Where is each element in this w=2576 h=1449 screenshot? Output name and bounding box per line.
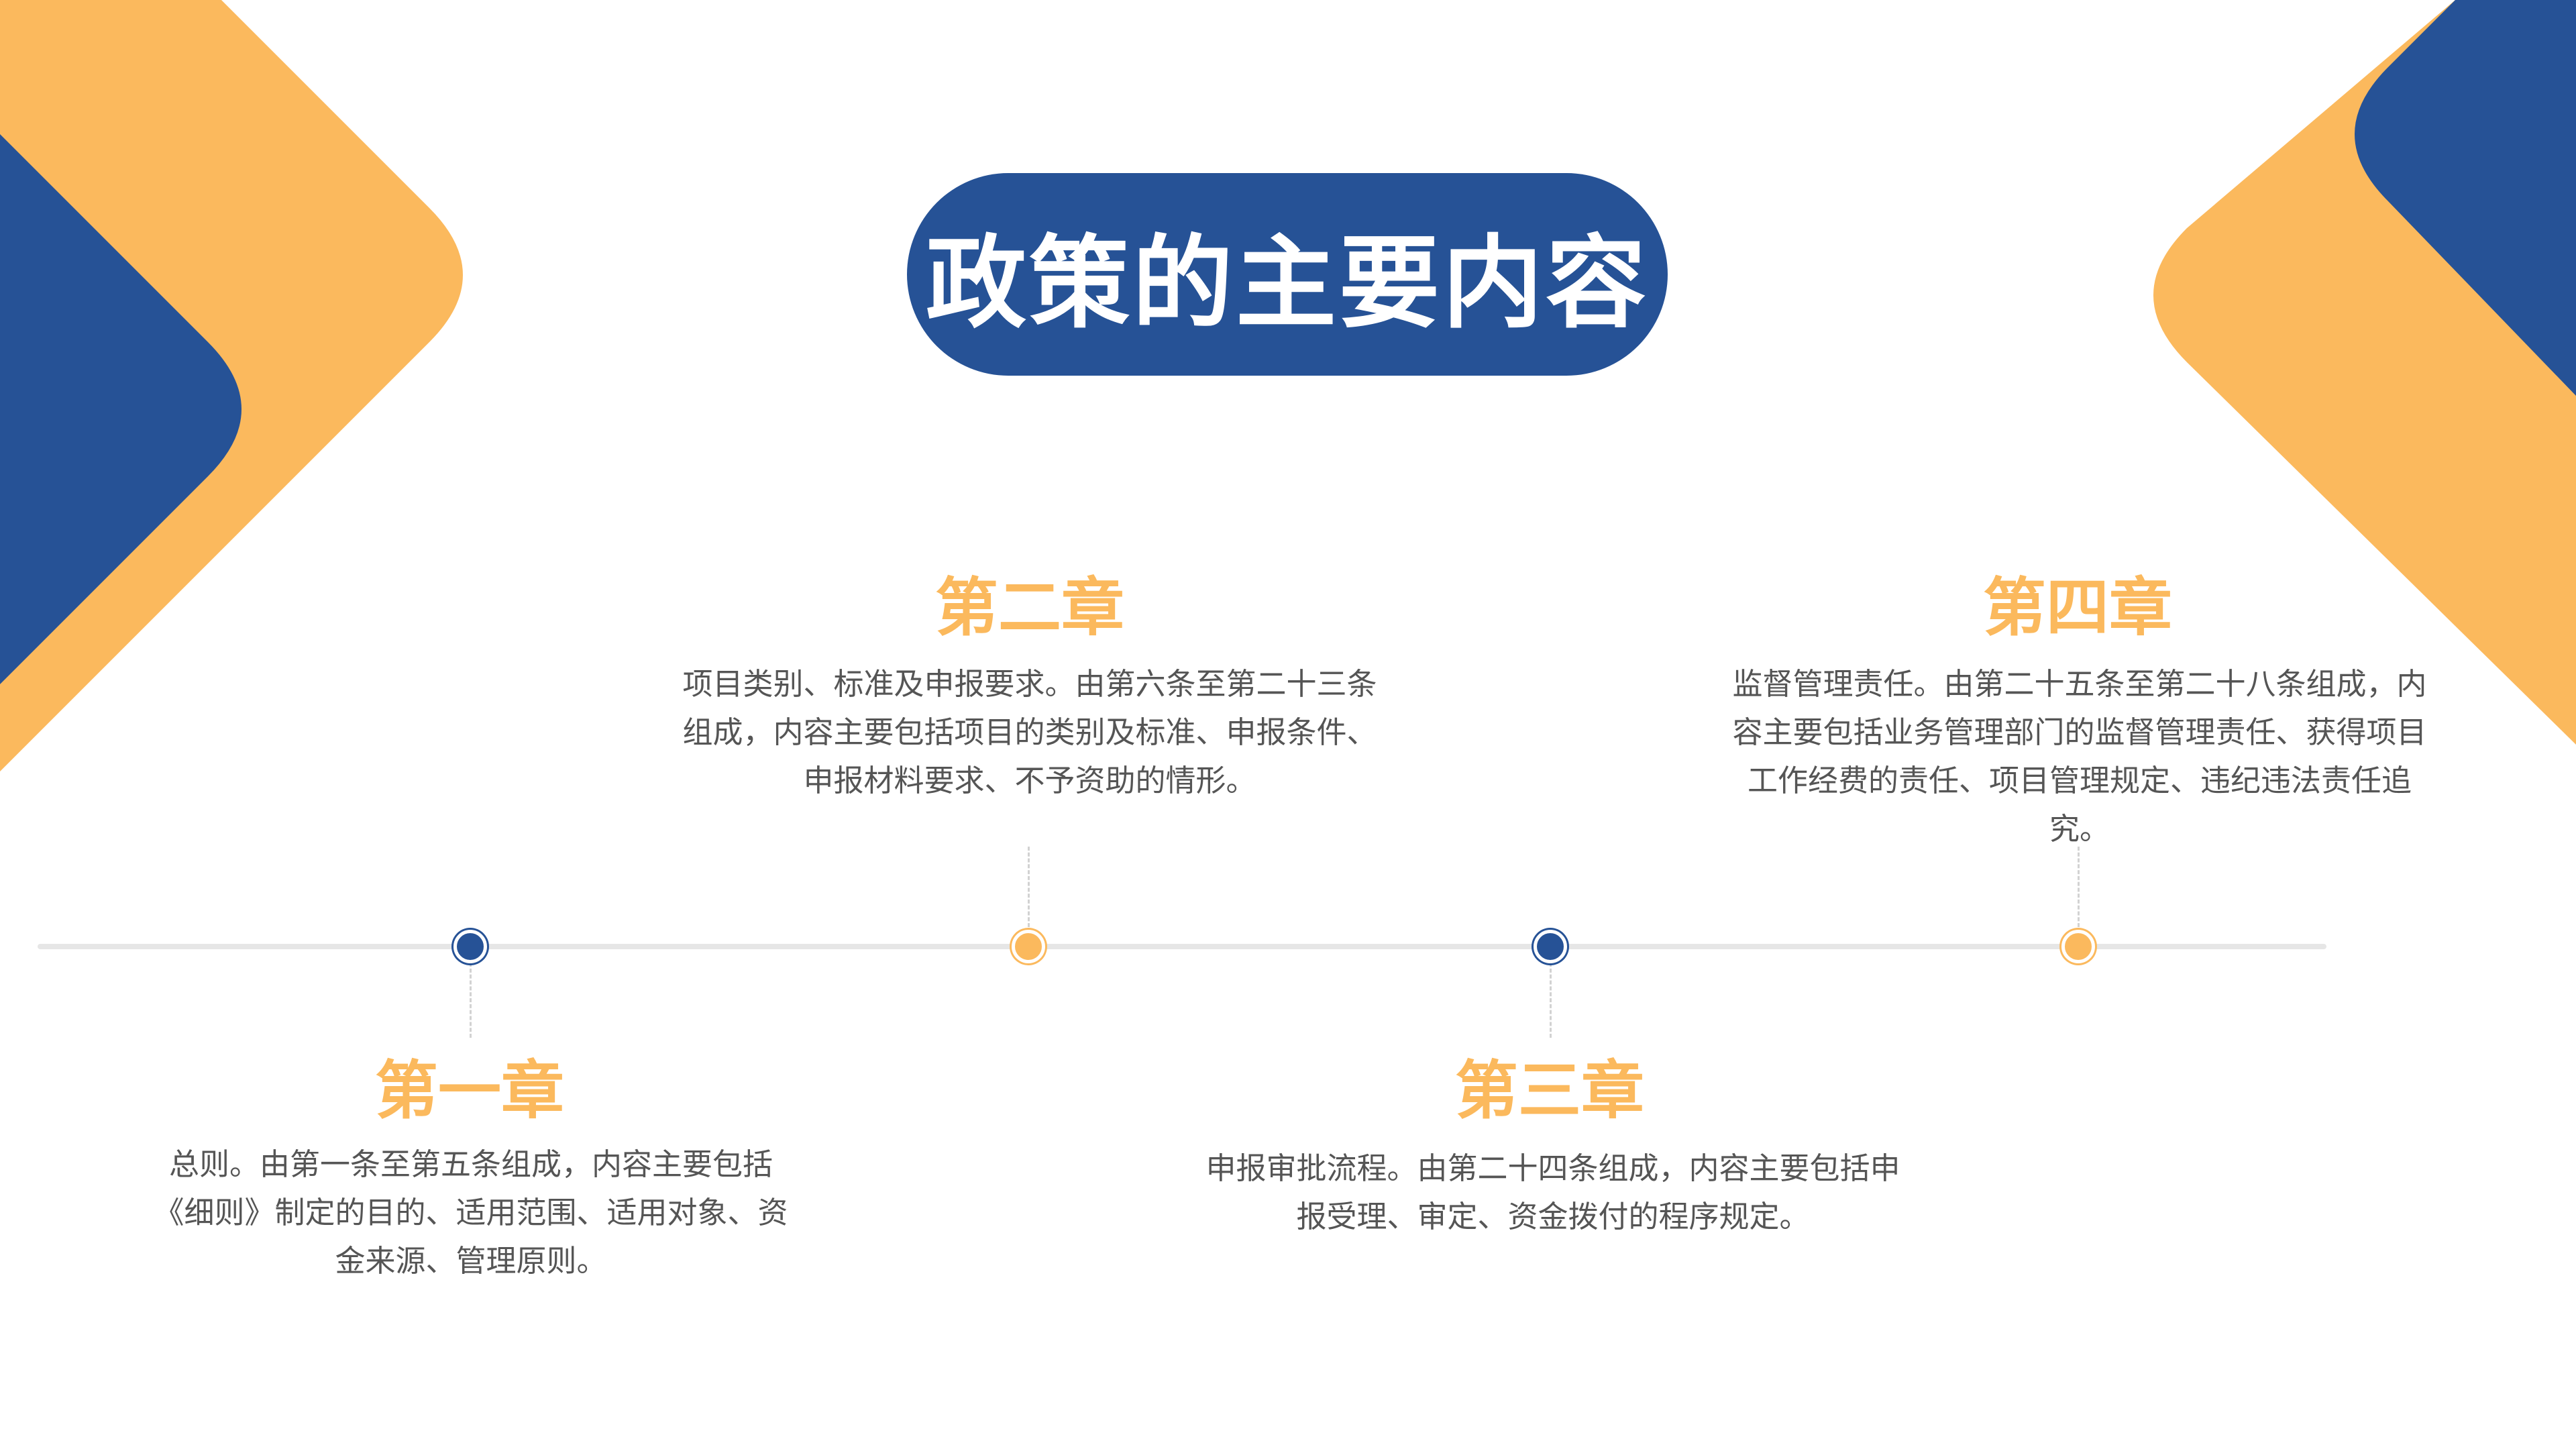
right-blue-chevron (2355, 0, 2576, 396)
left-corner-decoration (0, 0, 463, 771)
timeline-connector-1 (470, 963, 472, 1038)
chapter-3-desc: 申报审批流程。由第二十四条组成，内容主要包括申报受理、审定、资金拨付的程序规定。 (1205, 1150, 1900, 1234)
timeline-line (38, 944, 2326, 949)
timeline-connector-3 (1550, 963, 1552, 1038)
left-blue-chevron (0, 134, 241, 684)
timeline-connector-4 (2078, 847, 2080, 927)
timeline-dot-4 (2061, 930, 2095, 963)
chapter-1-title: 第一章 (374, 1055, 564, 1128)
right-corner-decoration (2153, 0, 2576, 745)
timeline-dot-2 (1012, 930, 1045, 963)
chapter-1-desc: 总则。由第一条至第五条组成，内容主要包括《细则》制定的目的、适用范围、适用对象、… (154, 1146, 788, 1279)
title-banner: 政策的主要内容 (907, 173, 1668, 376)
chapter-2-title: 第二章 (934, 572, 1124, 645)
chapter-4-desc: 监督管理责任。由第二十五条至第二十八条组成，内容主要包括业务管理部门的监督管理责… (1732, 666, 2427, 847)
timeline-connector-2 (1028, 847, 1030, 927)
page-title: 政策的主要内容 (925, 225, 1649, 342)
timeline-dot-3 (1534, 930, 1567, 963)
chapter-4-title: 第四章 (1982, 572, 2172, 645)
chapter-2-desc: 项目类别、标准及申报要求。由第六条至第二十三条组成，内容主要包括项目的类别及标准… (682, 666, 1377, 798)
chapter-3-title: 第三章 (1454, 1055, 1644, 1128)
timeline-dot-1 (453, 930, 487, 963)
